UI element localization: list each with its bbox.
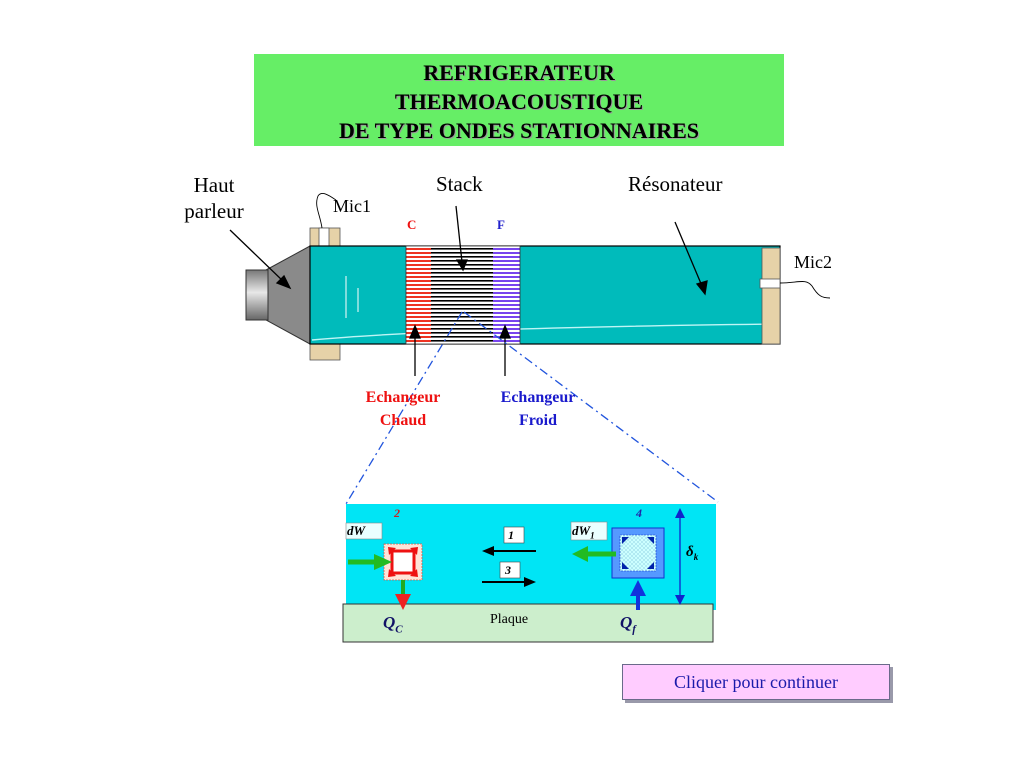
loudspeaker: [245, 245, 311, 345]
title-line-2: THERMOACOUSTIQUE: [394, 89, 644, 114]
hot-exchanger-label: Echangeur Chaud: [353, 386, 453, 432]
mic2-wire: [779, 281, 831, 299]
heat-cold-sub: f: [632, 623, 636, 636]
heat-hot-main: Q: [383, 613, 396, 632]
heat-out-arrow: [395, 594, 411, 610]
mic2-mount: [759, 247, 831, 345]
step-1-label: 1: [508, 528, 514, 542]
delta-k-arrow-top: [675, 508, 685, 518]
resonator-tube: [309, 245, 781, 345]
hot-exchanger-label-line-1: Echangeur: [365, 389, 441, 406]
delta-k-arrow-bottom: [675, 595, 685, 605]
title-line-1: REFRIGERATEUR: [423, 60, 615, 85]
resonator-label: Résonateur: [628, 172, 723, 196]
cold-marker: F: [497, 217, 505, 232]
work-right-main: dW: [572, 523, 591, 538]
cold-exchanger-label: Echangeur Froid: [488, 386, 588, 432]
cold-fluid-parcel: [611, 527, 665, 579]
heat-in-arrow: [630, 580, 646, 596]
step3-arrow: [524, 577, 536, 587]
speaker-cap: [245, 269, 269, 321]
title-box: REFRIGERATEUR THERMOACOUSTIQUE DE TYPE O…: [254, 54, 784, 146]
cold-exchanger-label-line-1: Echangeur: [500, 389, 576, 406]
hot-marker: C: [407, 217, 417, 232]
heat-cold-label: Qf: [620, 613, 636, 635]
plate: [342, 603, 714, 643]
delta-main: δ: [686, 544, 694, 560]
zoom-lines: [345, 311, 719, 505]
speaker-label-line-1: Haut: [193, 173, 235, 197]
work-in-arrow-right: [572, 546, 588, 562]
mic1-wire: [316, 193, 337, 229]
speaker-label: Haut parleur: [172, 172, 256, 224]
heat-hot-sub: C: [395, 623, 403, 636]
step-2-label: 2: [394, 506, 400, 520]
stack-label: Stack: [436, 172, 483, 196]
speaker-cone: [265, 245, 311, 345]
title-line-3: DE TYPE ONDES STATIONNAIRES: [338, 118, 700, 143]
delta-sub: k: [693, 552, 699, 562]
cold-exchanger-label-line-2: Froid: [519, 412, 557, 429]
heat-cold-main: Q: [620, 613, 633, 632]
continue-button[interactable]: Cliquer pour continuer: [622, 664, 890, 700]
mic1-label: Mic1: [333, 196, 371, 216]
work-left-label: dW: [347, 523, 366, 538]
speaker-label-line-2: parleur: [184, 199, 244, 223]
work-in-arrow-left: [374, 554, 392, 570]
plate-label: Plaque: [490, 612, 529, 627]
step1-arrow: [482, 546, 494, 556]
cold-exchanger: [493, 246, 520, 344]
step-3-label: 3: [505, 563, 511, 577]
delta-k-label: δk: [686, 544, 698, 562]
mic1-mount: [309, 193, 341, 361]
hot-exchanger: [406, 246, 431, 344]
work-right-sub: 1: [590, 530, 595, 541]
heat-hot-label: QC: [383, 613, 403, 635]
step-4-label: 4: [636, 506, 642, 520]
work-right-label: dW1: [572, 523, 595, 541]
mic2-label: Mic2: [794, 252, 832, 272]
hot-exchanger-label-line-2: Chaud: [379, 412, 427, 429]
